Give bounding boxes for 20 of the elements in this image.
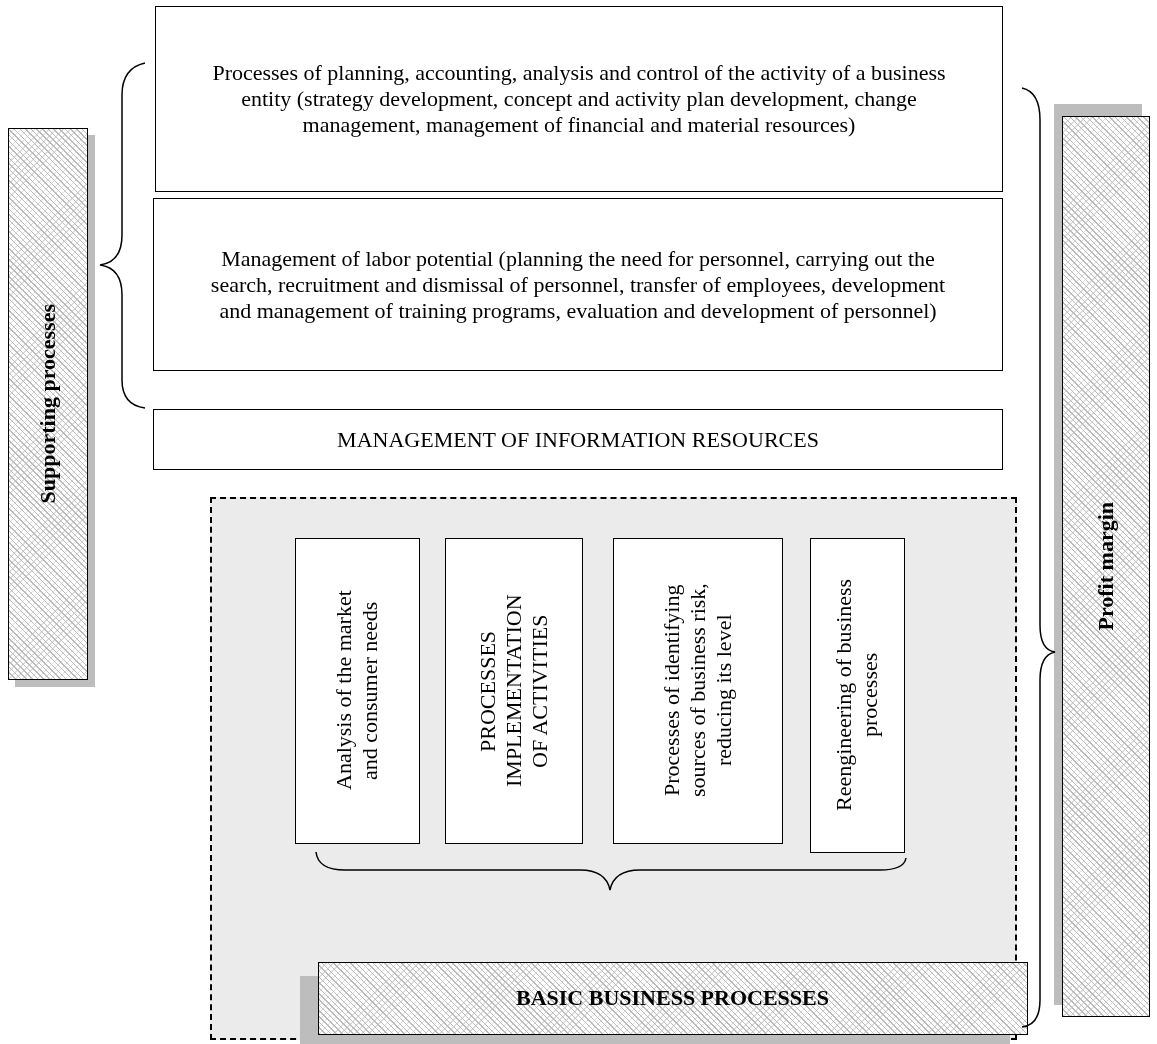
- box-text: Analysis of the market and consumer needs: [331, 589, 383, 793]
- bar-label: Supporting processes: [35, 304, 61, 504]
- side-bar: [1062, 116, 1150, 1017]
- process-box: [155, 6, 1003, 192]
- banner-box: [317, 961, 1028, 1035]
- process-box: [612, 537, 783, 844]
- side-bar: [8, 128, 88, 680]
- box-text: Reengineering of business processes: [831, 577, 883, 814]
- box-text: MANAGEMENT OF INFORMATION RESOURCES: [336, 426, 820, 453]
- process-box: [153, 409, 1003, 470]
- bar-label: Profit margin: [1093, 502, 1119, 631]
- box-text: Management of labor potential (planning the need for personnel, carrying out the search, recruitment and dismissal of personnel, transfer of employees, development and management of training programs, evaluation and development of personnel): [209, 245, 947, 324]
- process-box: [444, 537, 583, 844]
- process-box: [153, 198, 1003, 371]
- box-text: PROCESSES IMPLEMENTATION OF ACTIVITIES: [474, 593, 553, 789]
- process-box: [809, 537, 905, 853]
- box-text: Processes of identifying sources of business risk, reducing its level: [658, 582, 737, 800]
- process-box: [294, 537, 420, 844]
- bar-label: BASIC BUSINESS PROCESSES: [516, 985, 829, 1011]
- box-text: Processes of planning, accounting, analysis and control of the activity of a business entity (strategy development, concept and activity plan development, change management, management of financial and material resources): [211, 60, 947, 138]
